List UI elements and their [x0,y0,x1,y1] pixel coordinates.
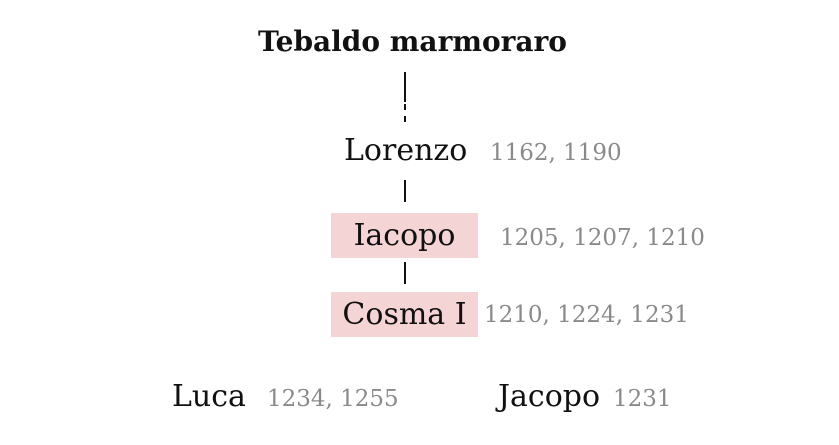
iacopo-name: Iacopo [353,217,456,253]
connector-root-lorenzo-solid [404,72,406,102]
iacopo-highlight [331,213,478,258]
connector-root-lorenzo-dashed [404,104,406,122]
cosma-name: Cosma I [342,296,467,332]
lorenzo-dates: 1162, 1190 [490,140,622,166]
luca-name: Luca [172,379,246,414]
root-name: Tebaldo marmoraro [258,25,567,58]
jacopo-name: Jacopo [498,379,601,414]
jacopo-dates: 1231 [613,386,672,412]
cosma-highlight [331,292,478,337]
iacopo-dates: 1205, 1207, 1210 [500,225,705,251]
connector-iacopo-cosma [404,262,406,284]
luca-dates: 1234, 1255 [267,386,399,412]
lorenzo-name: Lorenzo [344,133,468,168]
connector-lorenzo-iacopo [404,180,406,202]
cosma-dates: 1210, 1224, 1231 [484,302,689,328]
